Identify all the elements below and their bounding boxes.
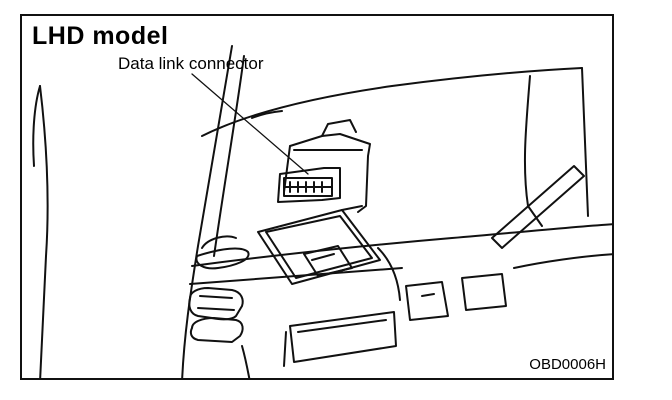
connector-lid xyxy=(257,205,381,285)
data-link-connector-label: Data link connector xyxy=(118,54,264,73)
a-pillar xyxy=(32,45,245,378)
dash-upper-panel xyxy=(201,67,589,249)
figure-frame: LHD model Data link connector OBD0006H xyxy=(20,14,614,380)
connector-cover xyxy=(283,119,371,213)
dash-lower-edge xyxy=(189,223,612,285)
callout-leader xyxy=(191,73,309,175)
dashboard-illustration xyxy=(32,45,612,378)
figure-title: LHD model xyxy=(32,22,169,50)
figure-code: OBD0006H xyxy=(529,356,606,373)
center-panel xyxy=(241,247,612,378)
data-link-connector xyxy=(277,167,341,203)
left-vents xyxy=(188,287,244,343)
